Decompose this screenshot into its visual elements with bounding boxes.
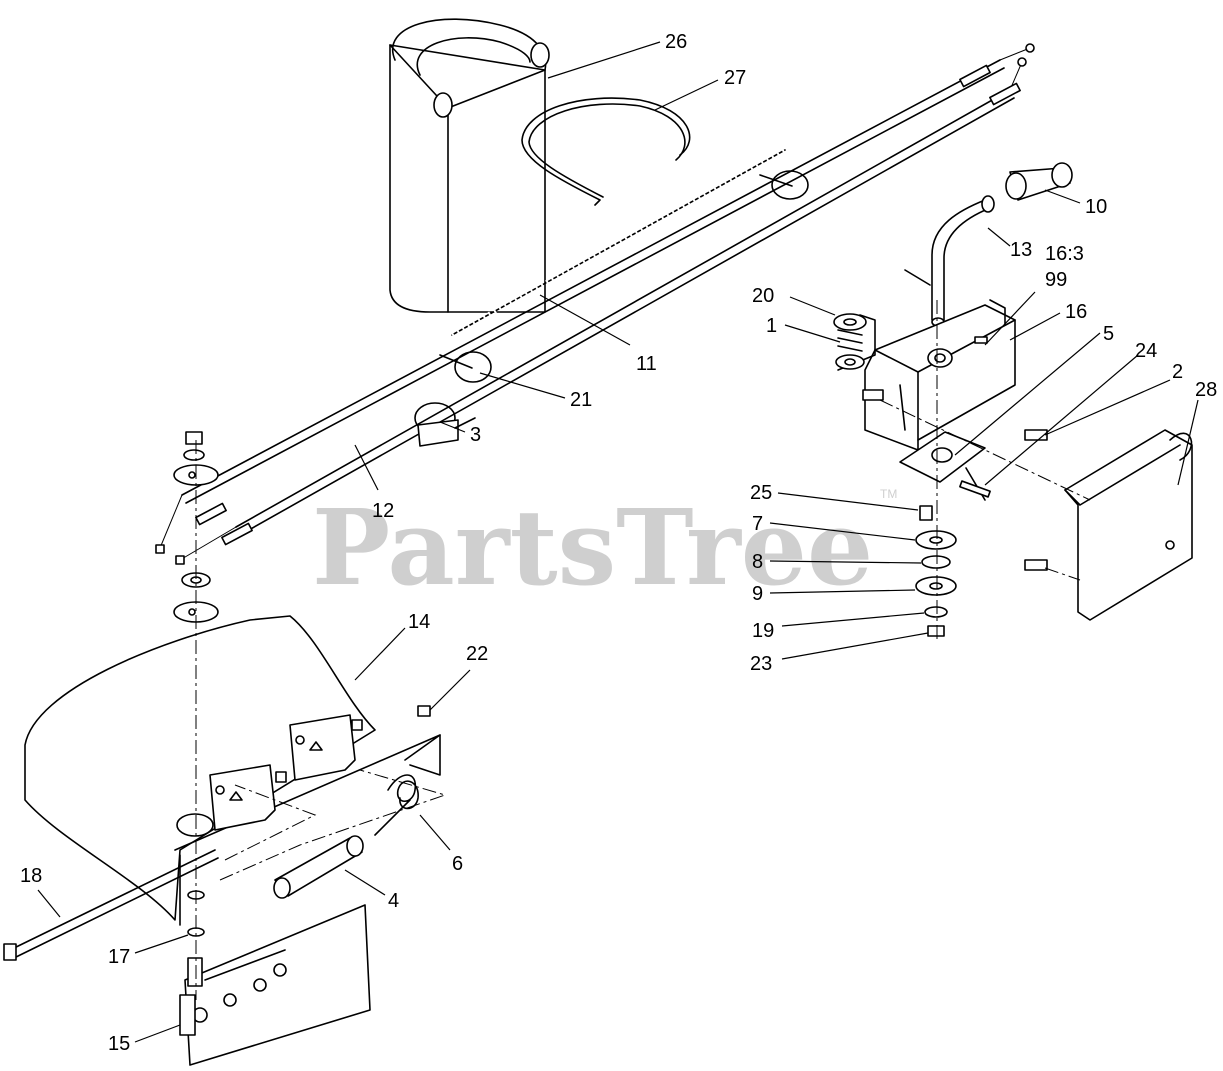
callout-16: 16 xyxy=(1065,301,1087,323)
callout-17: 17 xyxy=(108,946,130,968)
callout-19: 19 xyxy=(752,620,774,642)
callout-20: 20 xyxy=(752,285,774,307)
part-bracket xyxy=(837,299,1016,451)
callout-5: 5 xyxy=(1103,323,1114,345)
part-side-plate xyxy=(1024,429,1193,621)
part-detent-plate xyxy=(899,429,1048,501)
callout-99: 99 xyxy=(1045,269,1067,291)
watermark-text: PartsTree xyxy=(312,486,873,609)
part-deflector xyxy=(24,615,441,926)
centerline-right-lower xyxy=(1044,567,1081,581)
callout-16-3: 16:3 xyxy=(1045,243,1084,265)
centerline-right-bolt xyxy=(879,399,1091,501)
callout-28: 28 xyxy=(1195,379,1217,401)
callout-14: 14 xyxy=(408,611,430,633)
part-torsion-spring xyxy=(374,774,419,836)
callout-23: 23 xyxy=(750,653,772,675)
callout-7: 7 xyxy=(752,513,763,535)
callout-12: 12 xyxy=(372,500,394,522)
leader-lines xyxy=(37,41,1199,1043)
callout-2: 2 xyxy=(1172,361,1183,383)
callout-8: 8 xyxy=(752,551,763,573)
part-washer-stack-lower xyxy=(915,505,957,637)
part-spring-coil xyxy=(450,147,787,338)
callout-25: 25 xyxy=(750,482,772,504)
callout-18: 18 xyxy=(20,865,42,887)
centerline-left-spring xyxy=(219,769,447,881)
callout-24: 24 xyxy=(1135,340,1157,362)
callout-6: 6 xyxy=(452,853,463,875)
callout-21: 21 xyxy=(570,389,592,411)
part-washer-stack-upper xyxy=(833,313,867,370)
callout-15: 15 xyxy=(108,1033,130,1055)
part-bag xyxy=(389,18,550,313)
callout-26: 26 xyxy=(665,31,687,53)
callout-9: 9 xyxy=(752,583,763,605)
callout-3: 3 xyxy=(470,424,481,446)
part-wire-hoop xyxy=(521,97,691,206)
callout-labels: 26 27 10 13 16:3 99 16 20 1 5 24 2 28 11… xyxy=(20,31,1217,1055)
part-long-bolt xyxy=(3,849,219,961)
callout-1: 1 xyxy=(766,315,777,337)
callout-27: 27 xyxy=(724,67,746,89)
part-hinge-brackets xyxy=(176,705,431,837)
callout-4: 4 xyxy=(388,890,399,912)
callout-10: 10 xyxy=(1085,196,1107,218)
part-handle-grip xyxy=(1005,162,1073,201)
centerline-left-hinge xyxy=(224,784,317,861)
part-roller-tube xyxy=(273,835,364,899)
part-cable-ties xyxy=(414,170,809,447)
callout-13: 13 xyxy=(1010,239,1032,261)
watermark-tm: TM xyxy=(880,487,897,501)
part-cables xyxy=(155,43,1035,565)
part-lower-plate xyxy=(179,890,371,1066)
callout-11: 11 xyxy=(636,353,657,375)
part-washer-stack-left xyxy=(173,431,219,623)
callout-22: 22 xyxy=(466,643,488,665)
